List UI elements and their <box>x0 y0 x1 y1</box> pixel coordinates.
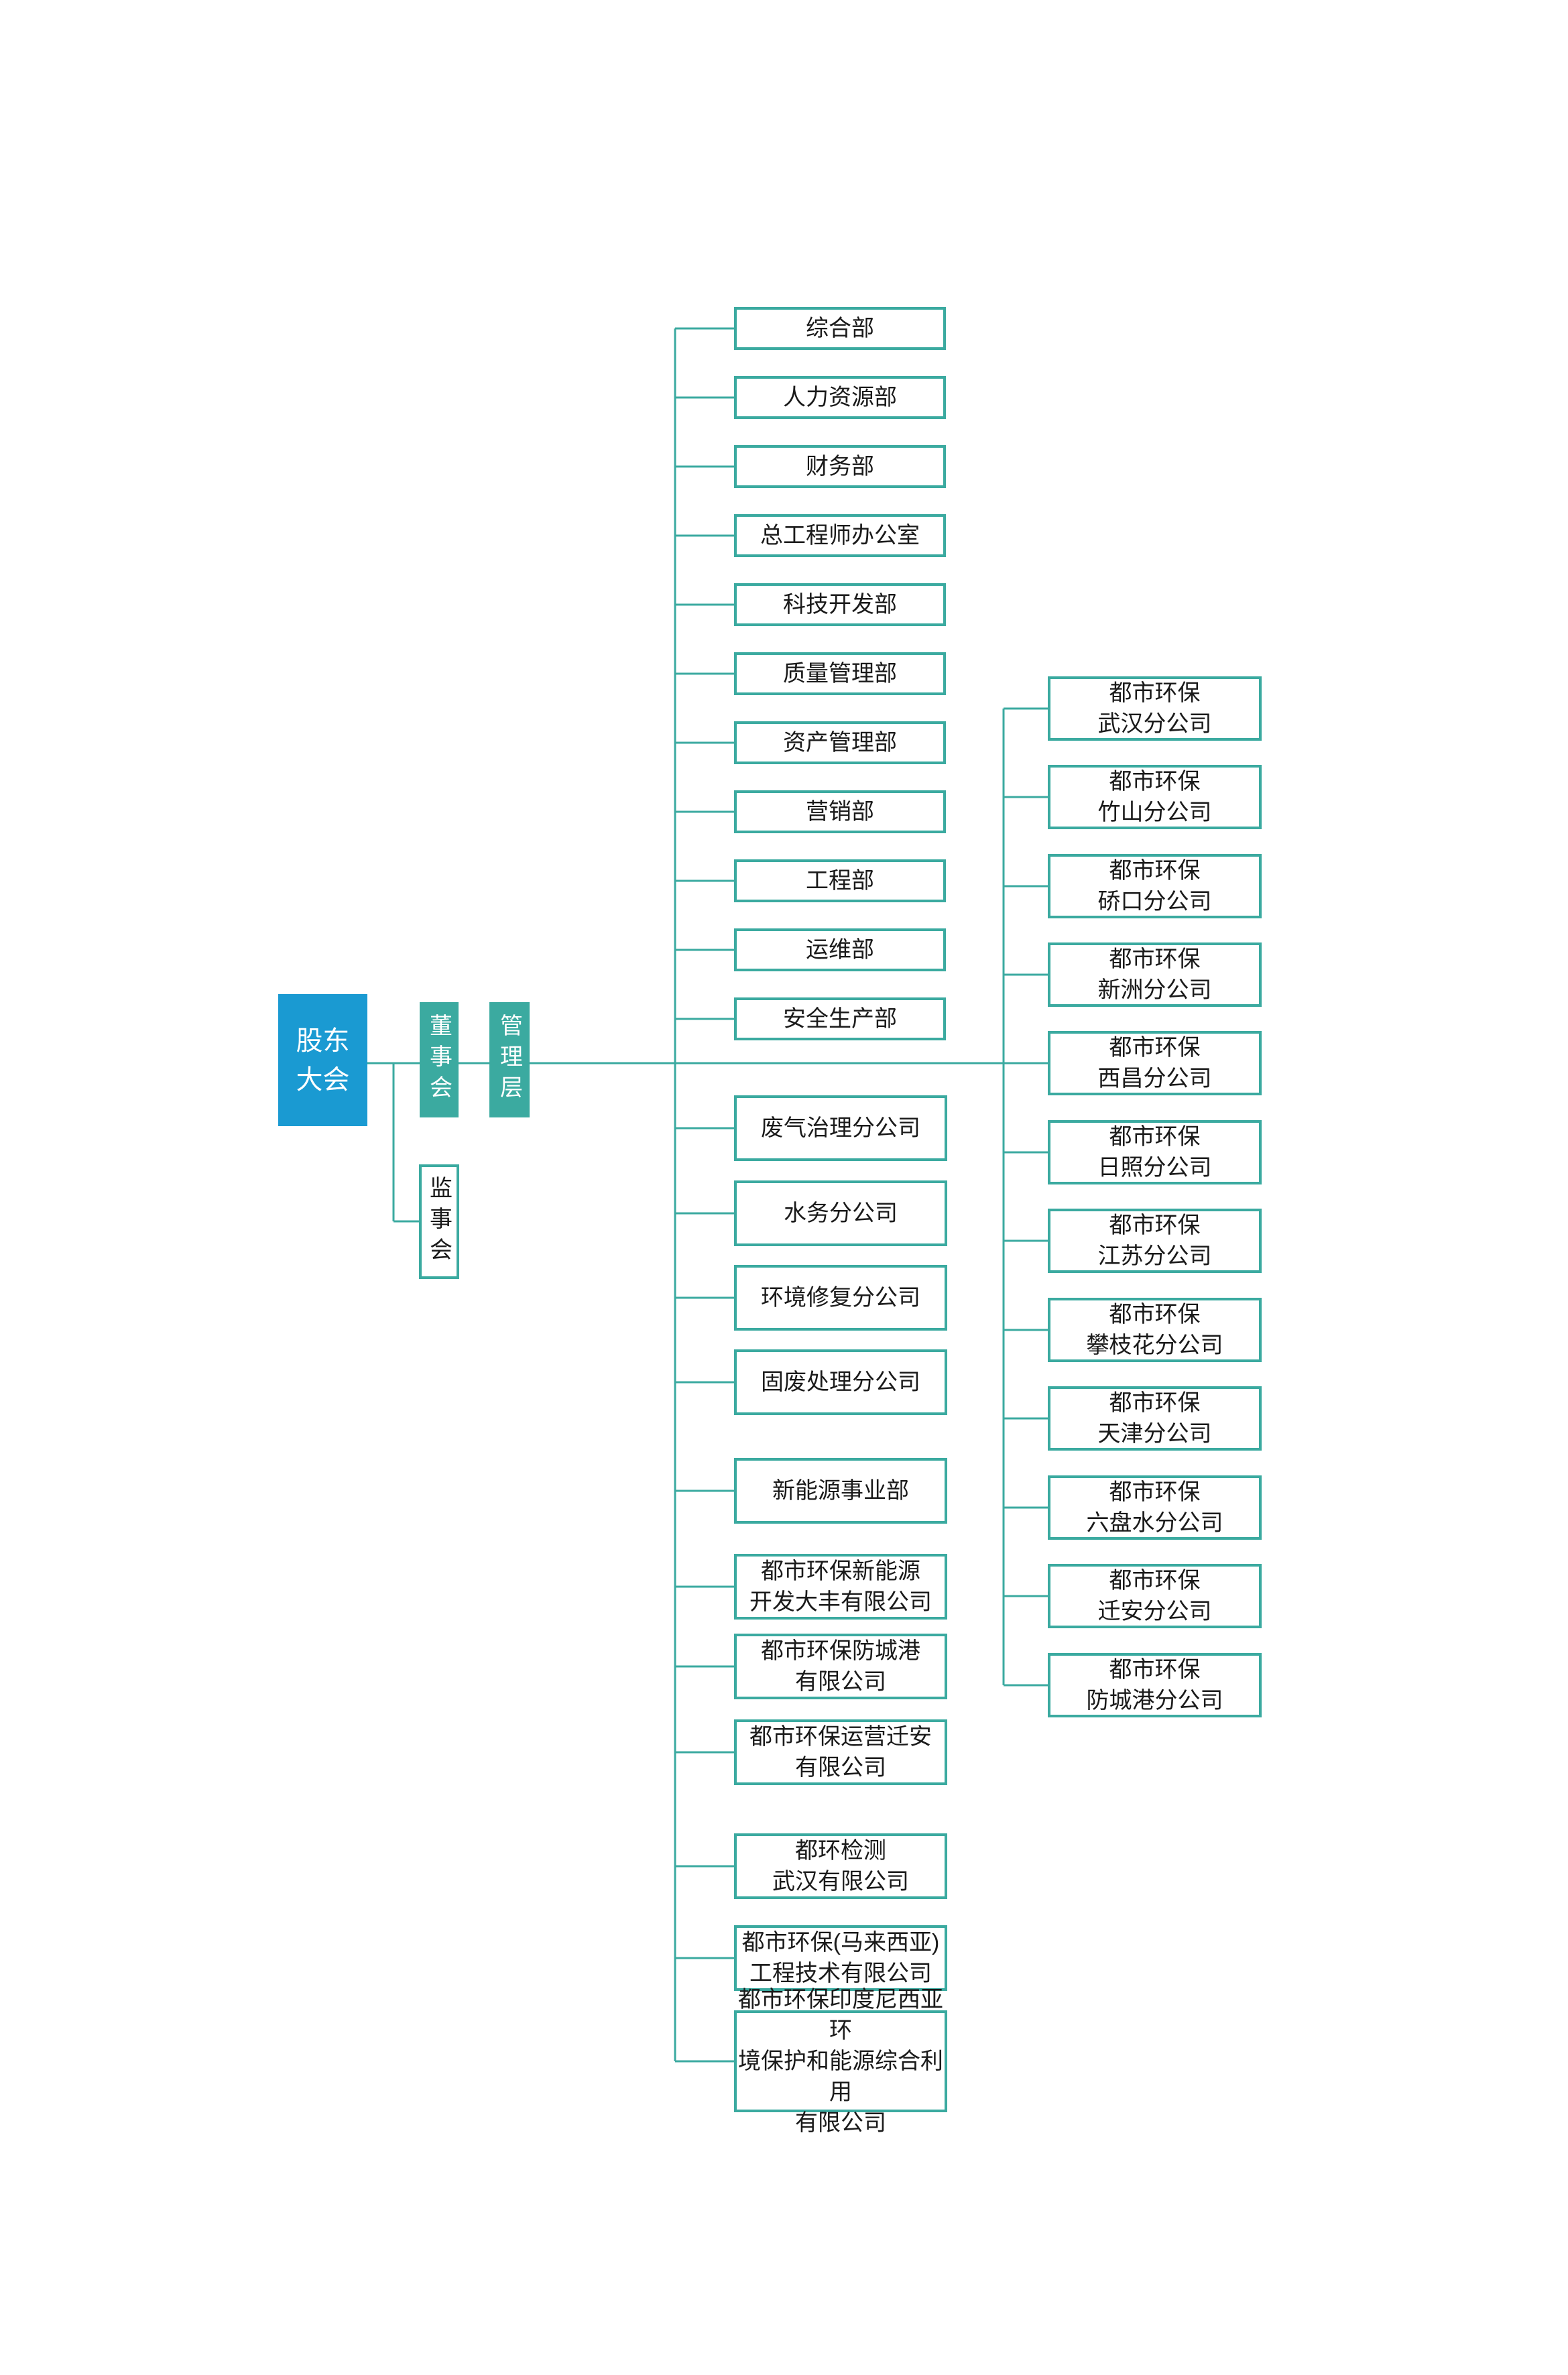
department-box: 营销部 <box>734 790 946 833</box>
subsidiary-box: 废气治理分公司 <box>734 1095 947 1161</box>
subsidiary-box: 都市环保(马来西亚) 工程技术有限公司 <box>734 1925 947 1991</box>
branch-box: 都市环保 西昌分公司 <box>1048 1031 1262 1095</box>
subsidiary-box: 环境修复分公司 <box>734 1265 947 1331</box>
branch-box: 都市环保 攀枝花分公司 <box>1048 1298 1262 1362</box>
department-box: 安全生产部 <box>734 997 946 1040</box>
department-box: 运维部 <box>734 928 946 971</box>
node-management: 管理层 <box>489 1002 530 1117</box>
department-box: 质量管理部 <box>734 652 946 695</box>
department-box: 工程部 <box>734 859 946 902</box>
subsidiary-box: 水务分公司 <box>734 1180 947 1246</box>
subsidiary-box: 都市环保印度尼西亚环 境保护和能源综合利用 有限公司 <box>734 1987 947 2136</box>
node-label: 董事会 <box>426 1014 452 1106</box>
subsidiary-box: 都环检测 武汉有限公司 <box>734 1833 947 1899</box>
subsidiary-box: 都市环保新能源 开发大丰有限公司 <box>734 1554 947 1620</box>
branch-box: 都市环保 竹山分公司 <box>1048 765 1262 829</box>
node-supervisory-board: 监事会 <box>419 1164 459 1279</box>
node-label: 监事会 <box>426 1175 452 1268</box>
department-box: 资产管理部 <box>734 721 946 764</box>
branch-box: 都市环保 硚口分公司 <box>1048 854 1262 918</box>
node-shareholders-meeting: 股东 大会 <box>278 994 367 1126</box>
branch-box: 都市环保 天津分公司 <box>1048 1386 1262 1451</box>
branch-box: 都市环保 武汉分公司 <box>1048 676 1262 741</box>
branch-box: 都市环保 防城港分公司 <box>1048 1653 1262 1717</box>
subsidiary-box: 新能源事业部 <box>734 1458 947 1524</box>
branch-box: 都市环保 迁安分公司 <box>1048 1564 1262 1628</box>
subsidiary-box: 都市环保运营迁安 有限公司 <box>734 1719 947 1785</box>
node-label: 股东 大会 <box>296 1026 350 1095</box>
department-box: 财务部 <box>734 445 946 488</box>
subsidiary-box: 都市环保防城港 有限公司 <box>734 1634 947 1699</box>
subsidiary-box: 固废处理分公司 <box>734 1349 947 1415</box>
department-box: 综合部 <box>734 307 946 350</box>
node-label: 管理层 <box>496 1014 522 1106</box>
branch-box: 都市环保 日照分公司 <box>1048 1120 1262 1184</box>
branch-box: 都市环保 江苏分公司 <box>1048 1209 1262 1273</box>
branch-box: 都市环保 六盘水分公司 <box>1048 1475 1262 1540</box>
department-box: 人力资源部 <box>734 376 946 419</box>
department-box: 科技开发部 <box>734 583 946 626</box>
branch-box: 都市环保 新洲分公司 <box>1048 942 1262 1007</box>
department-box: 总工程师办公室 <box>734 514 946 557</box>
node-board-of-directors: 董事会 <box>420 1002 459 1117</box>
